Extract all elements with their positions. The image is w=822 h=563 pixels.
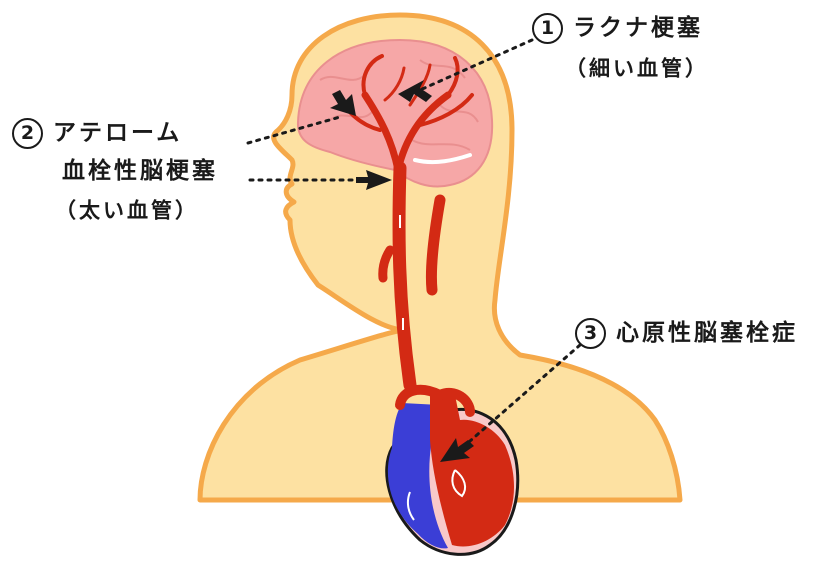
label-atheroma-title: アテローム <box>53 120 182 146</box>
label-lacunar-subtitle: （細い血管） <box>565 57 709 81</box>
number-3-icon: 3 <box>575 318 606 349</box>
label-cardioembolic-title: 心原性脳塞栓症 <box>616 320 798 346</box>
label-atheroma-line3: （太い血管） <box>55 200 199 222</box>
label-lacunar-title: ラクナ梗塞 <box>573 15 703 41</box>
label-lacunar: 1 ラクナ梗塞 <box>532 13 703 44</box>
label-atheroma: 2 アテローム <box>12 118 182 149</box>
label-atheroma-title-2: 血栓性脳梗塞 <box>62 158 218 184</box>
label-lacunar-sub: （細い血管） <box>565 58 709 80</box>
number-2-icon: 2 <box>12 118 43 149</box>
label-cardioembolic: 3 心原性脳塞栓症 <box>575 318 798 349</box>
label-atheroma-line2: 血栓性脳梗塞 <box>62 160 218 183</box>
label-atheroma-subtitle: （太い血管） <box>55 199 199 223</box>
number-1-icon: 1 <box>532 13 563 44</box>
